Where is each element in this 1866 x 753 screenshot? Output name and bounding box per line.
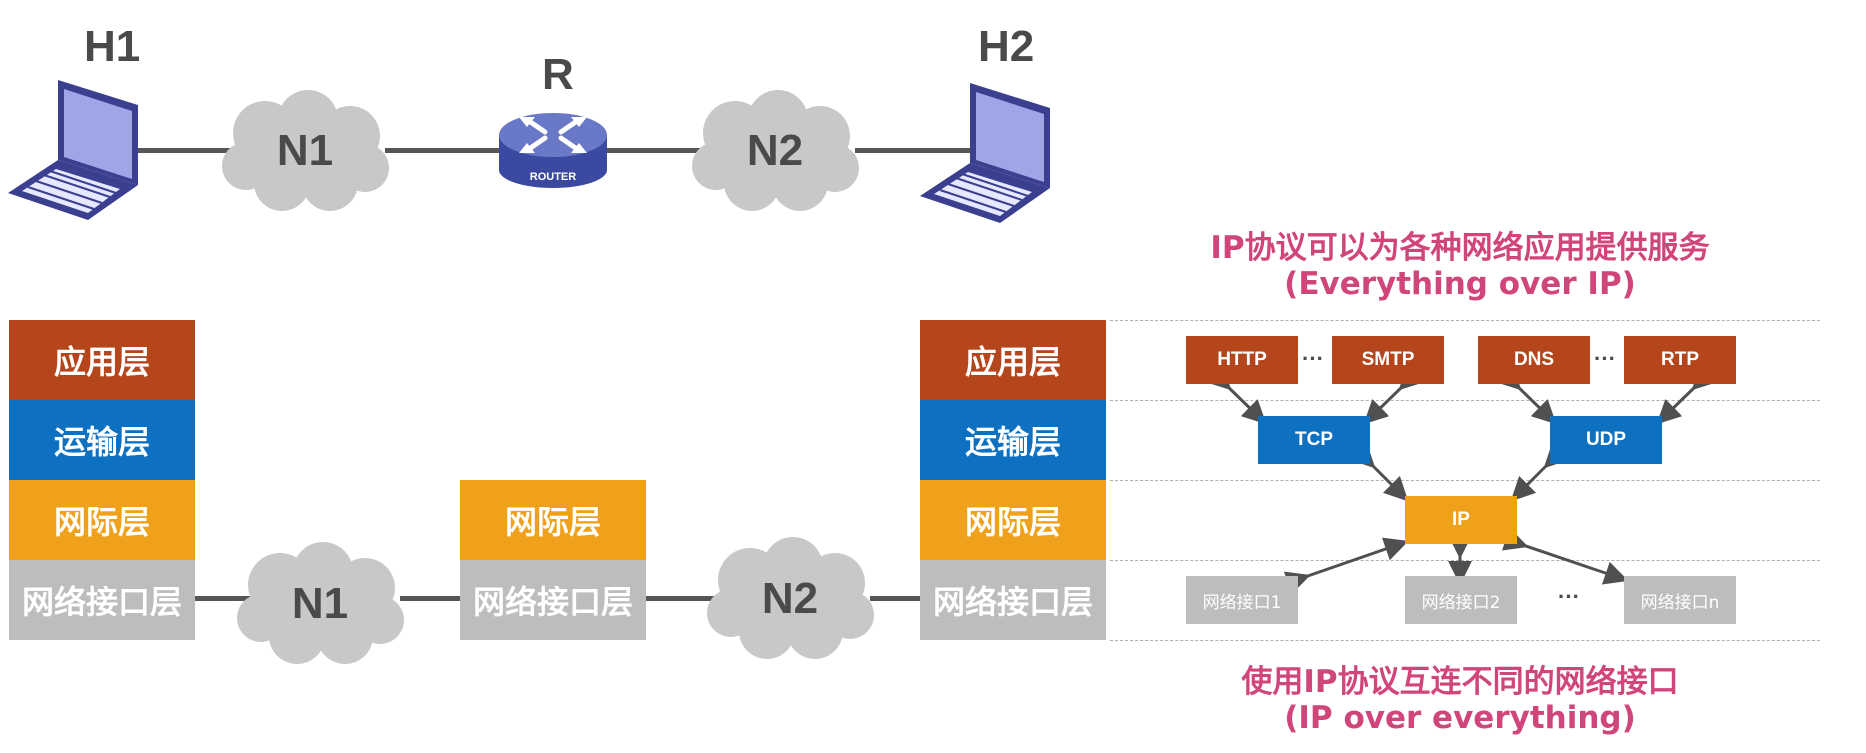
cloud-icon: [707, 537, 874, 659]
network-n1-label: N1: [276, 125, 334, 175]
link-n2-h2: [855, 148, 975, 153]
laptop-icon: [8, 75, 140, 230]
cloud-icon: [692, 90, 859, 211]
router-icon: ROUTER: [497, 105, 609, 190]
protocol-ip: IP: [1405, 496, 1517, 544]
bottom-network-n2-label: N2: [761, 574, 819, 623]
link-n1-router-stack: [400, 596, 465, 601]
router-label: R: [542, 50, 574, 99]
protocol-tcp: TCP: [1258, 416, 1370, 464]
divider-line: [1110, 400, 1820, 401]
h1-transport-layer: 运输层: [9, 400, 195, 480]
h1-link-layer: 网络接口层: [9, 560, 195, 640]
link-router-stack-n2: [645, 596, 715, 601]
interface-1: 网络接口1: [1186, 576, 1298, 624]
bottom-network-n1-cloud: N1: [235, 540, 405, 668]
bottom-network-n1-label: N1: [291, 579, 349, 628]
laptop-icon: [920, 78, 1052, 233]
network-n2-cloud: N2: [690, 88, 860, 213]
ellipsis: ···: [1594, 346, 1616, 371]
ellipsis: ···: [1558, 584, 1580, 609]
protocol-http: HTTP: [1186, 336, 1298, 384]
link-n2-h2-stack: [870, 596, 930, 601]
network-n1-cloud: N1: [220, 88, 390, 213]
divider-line: [1110, 480, 1820, 481]
protocol-udp: UDP: [1550, 416, 1662, 464]
link-n1-r: [385, 148, 505, 153]
router-badge: ROUTER: [529, 171, 577, 183]
h1-internet-layer: 网际层: [9, 480, 195, 560]
link-h1-stack-n1: [195, 596, 255, 601]
host2-label: H2: [978, 22, 1035, 71]
interface-2: 网络接口2: [1405, 576, 1517, 624]
bottom-caption-line1: 使用IP协议互连不同的网络接口: [1241, 664, 1679, 700]
divider-line: [1110, 640, 1820, 641]
h1-application-layer: 应用层: [9, 320, 195, 400]
bottom-caption-line2: (IP over everything): [1284, 700, 1636, 736]
top-caption-line2: (Everything over IP): [1284, 266, 1636, 302]
router-internet-layer: 网际层: [460, 480, 646, 560]
divider-line: [1110, 320, 1820, 321]
protocol-rtp: RTP: [1624, 336, 1736, 384]
h2-transport-layer: 运输层: [920, 400, 1106, 480]
h2-application-layer: 应用层: [920, 320, 1106, 400]
protocol-smtp: SMTP: [1332, 336, 1444, 384]
ellipsis: ···: [1302, 346, 1324, 371]
network-n2-label: N2: [746, 125, 804, 175]
protocol-dns: DNS: [1478, 336, 1590, 384]
link-r-n2: [600, 148, 710, 153]
h2-internet-layer: 网际层: [920, 480, 1106, 560]
top-caption-line1: IP协议可以为各种网络应用提供服务: [1210, 230, 1710, 266]
cloud-icon: [237, 542, 404, 664]
bottom-network-n2-cloud: N2: [705, 535, 875, 663]
router-link-layer: 网络接口层: [460, 560, 646, 640]
h2-link-layer: 网络接口层: [920, 560, 1106, 640]
link-h1-n1: [130, 148, 240, 153]
host1-label: H1: [84, 22, 141, 71]
cloud-icon: [222, 90, 389, 211]
interface-n: 网络接口n: [1624, 576, 1736, 624]
